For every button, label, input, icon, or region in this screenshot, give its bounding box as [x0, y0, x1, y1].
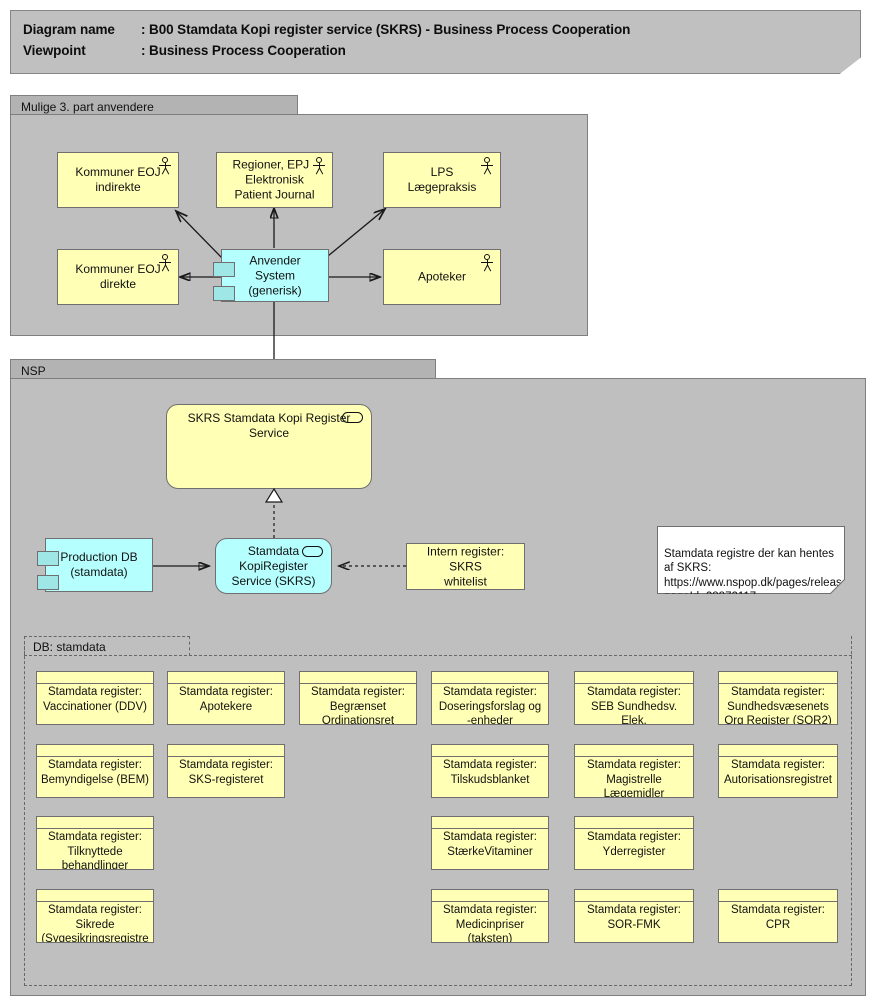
element-label: Anvender System (generisk): [248, 253, 302, 297]
register-box[interactable]: Stamdata register: Yderregister: [574, 816, 694, 870]
actor-icon: [158, 156, 172, 176]
actor-icon: [312, 156, 326, 176]
register-box[interactable]: Stamdata register: Doseringsforslag og -…: [431, 671, 549, 725]
group-db-stamdata-divider: [24, 655, 852, 656]
register-box[interactable]: Stamdata register: StærkeVitaminer: [431, 816, 549, 870]
register-box-header-bar: [37, 672, 153, 684]
register-box-header-bar: [168, 745, 284, 757]
element-lps-laegepraksis[interactable]: LPS Lægepraksis: [383, 152, 501, 208]
element-kommuner-eoj-direkte[interactable]: Kommuner EOJ direkte: [57, 249, 179, 305]
register-label: Stamdata register: Vaccinationer (DDV): [43, 686, 147, 713]
element-label: Stamdata KopiRegister Service (SKRS): [231, 544, 316, 588]
element-label: Kommuner EOJ direkte: [75, 262, 161, 291]
element-label: LPS Lægepraksis: [407, 165, 477, 194]
register-label: Stamdata register: Begrænset Ordinations…: [311, 686, 405, 725]
register-box-header-bar: [719, 890, 837, 902]
register-box-header-bar: [432, 672, 548, 684]
register-box[interactable]: Stamdata register: Magistrelle Lægemidle…: [574, 744, 694, 798]
register-label: Stamdata register: SKS-registeret: [179, 759, 273, 786]
group-header-third-party[interactable]: Mulige 3. part anvendere: [10, 95, 298, 115]
element-label: Regioner, EPJ - Elektronisk Patient Jour…: [232, 157, 316, 202]
element-production-db[interactable]: Production DB (stamdata): [37, 538, 153, 592]
register-label: Stamdata register: SEB Sundhedsv. Elek. …: [587, 686, 681, 725]
register-box-header-bar: [168, 672, 284, 684]
register-box[interactable]: Stamdata register: Autorisationsregistre…: [718, 744, 838, 798]
register-box-header-bar: [575, 672, 693, 684]
register-label: Stamdata register: Yderregister: [587, 831, 681, 858]
register-box-header-bar: [719, 745, 837, 757]
register-label: Stamdata register: Sikrede (Sygesikrings…: [41, 904, 149, 943]
register-box-header-bar: [575, 890, 693, 902]
element-intern-register-skrs-whitelist[interactable]: Intern register: SKRS whitelist: [406, 543, 525, 590]
service-icon: [302, 546, 323, 557]
register-label: Stamdata register: Autorisationsregistre…: [723, 759, 833, 786]
element-skrs-stamdata-kopi-register-service[interactable]: SKRS Stamdata Kopi Register Service: [166, 404, 372, 489]
actor-icon: [480, 156, 494, 176]
diagram-name-line: Diagram name: B00 Stamdata Kopi register…: [23, 22, 630, 37]
service-icon: [342, 412, 363, 423]
register-box[interactable]: Stamdata register: SEB Sundhedsv. Elek. …: [574, 671, 694, 725]
register-box-header-bar: [432, 817, 548, 829]
element-apoteker[interactable]: Apoteker: [383, 249, 501, 305]
register-box[interactable]: Stamdata register: Tilskudsblanket: [431, 744, 549, 798]
register-label: Stamdata register: CPR: [731, 904, 825, 931]
register-label: Stamdata register: SOR-FMK: [587, 904, 681, 931]
element-label: Apoteker: [417, 269, 467, 284]
register-box-header-bar: [37, 745, 153, 757]
diagram-title-banner: Diagram name: B00 Stamdata Kopi register…: [10, 10, 861, 74]
register-box-header-bar: [432, 745, 548, 757]
register-box[interactable]: Stamdata register: Apotekere: [167, 671, 285, 725]
register-label: Stamdata register: Medicinpriser (takste…: [443, 904, 537, 943]
element-anvender-system[interactable]: Anvender System (generisk): [213, 249, 329, 302]
register-box-header-bar: [37, 817, 153, 829]
diagram-name-sep: :: [141, 22, 150, 37]
element-label: Production DB (stamdata): [60, 550, 138, 579]
register-box[interactable]: Stamdata register: Sundhedsvæsenets Org …: [718, 671, 838, 725]
actor-icon: [480, 253, 494, 273]
element-kommuner-eoj-indirekte[interactable]: Kommuner EOJ indirekte: [57, 152, 179, 208]
note-text: Stamdata registre der kan hentes af SKRS…: [664, 547, 873, 595]
register-box[interactable]: Stamdata register: Bemyndigelse (BEM): [36, 744, 154, 798]
viewpoint-value: Business Process Cooperation: [149, 43, 346, 58]
register-label: Stamdata register: Tilskudsblanket: [443, 759, 537, 786]
diagram-name-key: Diagram name: [23, 22, 115, 37]
register-box-header-bar: [300, 672, 416, 684]
register-label: Stamdata register: Apotekere: [179, 686, 273, 713]
group-header-db-stamdata[interactable]: DB: stamdata: [24, 636, 190, 656]
register-box[interactable]: Stamdata register: Tilknyttede behandlin…: [36, 816, 154, 870]
register-label: Stamdata register: Bemyndigelse (BEM): [40, 759, 149, 786]
register-box-header-bar: [432, 890, 548, 902]
register-box[interactable]: Stamdata register: SOR-FMK: [574, 889, 694, 943]
register-box[interactable]: Stamdata register: Medicinpriser (takste…: [431, 889, 549, 943]
actor-icon: [158, 253, 172, 273]
register-label: Stamdata register: StærkeVitaminer: [443, 831, 537, 858]
element-label: SKRS Stamdata Kopi Register Service: [187, 411, 351, 440]
element-label: Intern register: SKRS whitelist: [426, 544, 505, 588]
viewpoint-line: Viewpoint: Business Process Cooperation: [23, 43, 346, 58]
viewpoint-key: Viewpoint: [23, 43, 86, 58]
register-box-header-bar: [719, 672, 837, 684]
register-box[interactable]: Stamdata register: CPR: [718, 889, 838, 943]
element-label: Kommuner EOJ indirekte: [75, 165, 161, 194]
register-box-header-bar: [37, 890, 153, 902]
register-label: Stamdata register: Magistrelle Lægemidle…: [587, 759, 681, 798]
register-box[interactable]: Stamdata register: SKS-registeret: [167, 744, 285, 798]
element-regioner-epj[interactable]: Regioner, EPJ - Elektronisk Patient Jour…: [216, 152, 333, 208]
register-box[interactable]: Stamdata register: Sikrede (Sygesikrings…: [36, 889, 154, 943]
register-box[interactable]: Stamdata register: Vaccinationer (DDV): [36, 671, 154, 725]
register-box-header-bar: [575, 817, 693, 829]
register-label: Stamdata register: Doseringsforslag og -…: [438, 686, 542, 725]
register-box-header-bar: [575, 745, 693, 757]
register-box[interactable]: Stamdata register: Begrænset Ordinations…: [299, 671, 417, 725]
note-stamdata-registre-link: Stamdata registre der kan hentes af SKRS…: [657, 526, 845, 594]
element-stamdata-kopiregister-service[interactable]: Stamdata KopiRegister Service (SKRS): [215, 538, 332, 594]
viewpoint-sep: :: [141, 43, 150, 58]
group-header-nsp[interactable]: NSP: [10, 359, 436, 379]
register-label: Stamdata register: Sundhedsvæsenets Org …: [724, 686, 832, 725]
diagram-name-value: B00 Stamdata Kopi register service (SKRS…: [149, 22, 631, 37]
register-label: Stamdata register: Tilknyttede behandlin…: [48, 831, 142, 870]
group-body-db-stamdata: [24, 636, 852, 986]
